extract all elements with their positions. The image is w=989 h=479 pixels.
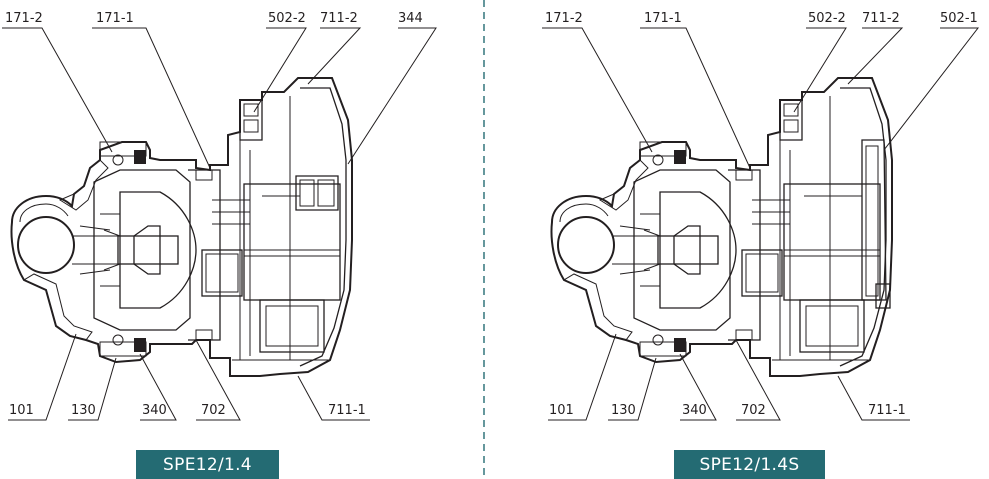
left-labels: 171-2 171-1 502-2 711-2 344 101 130 340 … xyxy=(2,11,437,421)
label-340: 340 xyxy=(682,403,707,418)
label-502-2: 502-2 xyxy=(808,11,846,26)
label-711-1: 711-1 xyxy=(328,403,366,418)
label-101: 101 xyxy=(9,403,34,418)
right-caption: SPE12/1.4S xyxy=(674,450,825,479)
label-502-1: 502-1 xyxy=(940,11,978,26)
left-pump-drawing xyxy=(10,77,353,377)
label-711-1: 711-1 xyxy=(868,403,906,418)
label-502-2: 502-2 xyxy=(268,11,306,26)
right-pump-drawing xyxy=(550,77,893,377)
label-711-2: 711-2 xyxy=(320,11,358,26)
label-340: 340 xyxy=(142,403,167,418)
label-171-2: 171-2 xyxy=(5,11,43,26)
label-344: 344 xyxy=(398,11,423,26)
left-caption: SPE12/1.4 xyxy=(136,450,279,479)
label-171-2: 171-2 xyxy=(545,11,583,26)
label-702: 702 xyxy=(741,403,766,418)
label-130: 130 xyxy=(71,403,96,418)
label-702: 702 xyxy=(201,403,226,418)
label-130: 130 xyxy=(611,403,636,418)
label-171-1: 171-1 xyxy=(644,11,682,26)
label-101: 101 xyxy=(549,403,574,418)
label-171-1: 171-1 xyxy=(96,11,134,26)
label-711-2: 711-2 xyxy=(862,11,900,26)
right-labels: 171-2 171-1 502-2 711-2 502-1 101 130 34… xyxy=(542,11,980,421)
